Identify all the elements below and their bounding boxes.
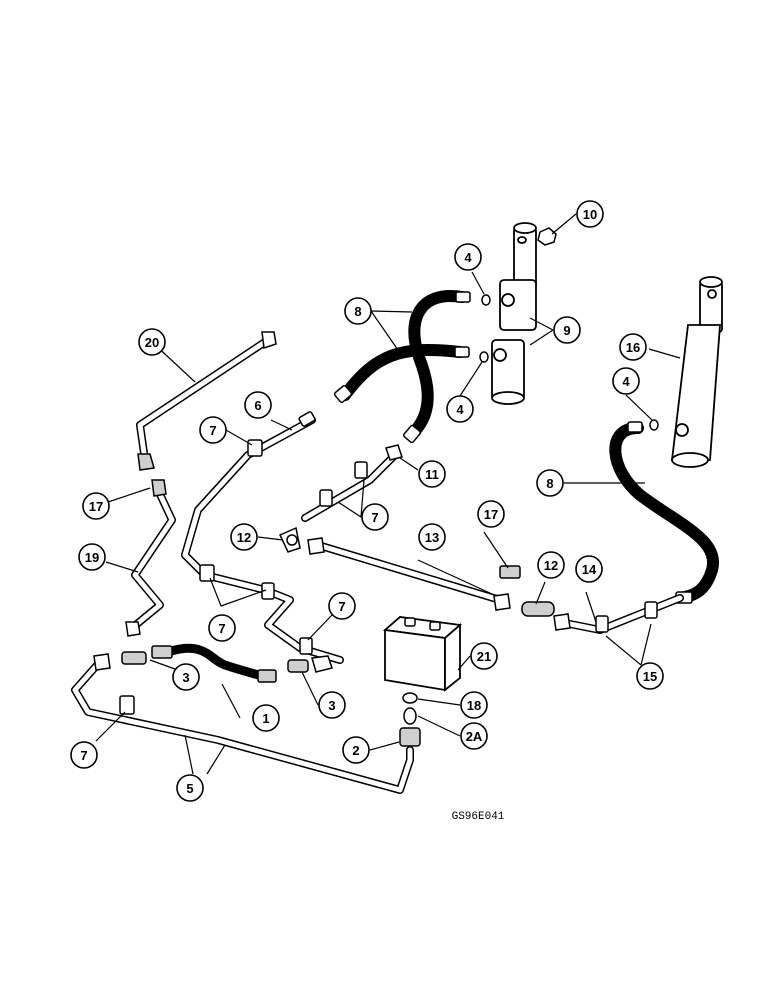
callout-label: 19: [85, 550, 99, 565]
callout-label: 17: [484, 507, 498, 522]
o-ring-4c: [649, 419, 659, 431]
callout-label: 18: [467, 698, 481, 713]
o-ring-4b: [479, 351, 489, 363]
callout-label: 21: [477, 649, 491, 664]
callout: 18: [460, 691, 488, 719]
callout: 15: [636, 662, 664, 690]
fitting-17-mid: [499, 565, 521, 579]
callout-label: 3: [182, 670, 189, 685]
callout: 13: [418, 523, 446, 551]
reservoir-21: [382, 616, 463, 692]
callout-label: 1: [262, 711, 269, 726]
callout: 10: [576, 200, 604, 228]
callout: 4: [612, 367, 640, 395]
callout: 6: [244, 391, 272, 419]
callout: 9: [553, 316, 581, 344]
hose-1: [121, 643, 309, 683]
callout: 3: [172, 663, 200, 691]
callout: 7: [328, 592, 356, 620]
figure-code: GS96E041: [452, 811, 505, 823]
callout-label: 7: [371, 510, 378, 525]
tube-20-19: [125, 331, 277, 637]
callout-label: 17: [89, 499, 103, 514]
leader-lines: [95, 213, 681, 775]
callout: 17: [477, 500, 505, 528]
callout-label: 10: [583, 207, 597, 222]
callout: 2A: [460, 722, 488, 750]
callout-label: 5: [186, 781, 193, 796]
callout: 8: [536, 469, 564, 497]
callout-label: 9: [563, 323, 570, 338]
tube-11: [301, 444, 403, 522]
callout-label: 8: [546, 476, 553, 491]
callout: 17: [82, 492, 110, 520]
callout: 12: [537, 551, 565, 579]
o-ring-4a: [481, 294, 491, 306]
callout: 1: [252, 704, 280, 732]
callout: 4: [446, 395, 474, 423]
callout-label: 4: [622, 374, 630, 389]
callout: 7: [70, 741, 98, 769]
callout-label: 2A: [466, 729, 483, 744]
callout-label: 7: [338, 599, 345, 614]
callout: 14: [575, 555, 603, 583]
callout: 5: [176, 774, 204, 802]
callout: 20: [138, 328, 166, 356]
callout-label: 6: [254, 398, 261, 413]
callout: 11: [418, 460, 446, 488]
callout: 7: [199, 416, 227, 444]
callout: 21: [470, 642, 498, 670]
callout: 3: [318, 691, 346, 719]
callout-label: 7: [80, 748, 87, 763]
fitting-2: [399, 727, 421, 747]
callout: 4: [454, 243, 482, 271]
nut-10: [537, 227, 557, 246]
tube-13: [307, 537, 511, 611]
callout-label: 4: [464, 250, 472, 265]
callout-label: 8: [354, 304, 361, 319]
elbow-12-left: [278, 526, 301, 553]
seal-2a: [403, 707, 417, 725]
callout-label: 3: [328, 698, 335, 713]
cap-18: [402, 692, 418, 704]
callout: 16: [619, 333, 647, 361]
callout-label: 14: [582, 562, 597, 577]
callout-label: 20: [145, 335, 159, 350]
callout: 7: [208, 614, 236, 642]
callout-label: 2: [352, 743, 359, 758]
cylinder-16: [670, 276, 723, 468]
callout-label: 15: [643, 669, 657, 684]
union-12-right: [521, 601, 555, 617]
callout: 7: [361, 503, 389, 531]
callout-label: 7: [218, 621, 225, 636]
tube-14: [553, 594, 684, 634]
callout: 8: [344, 297, 372, 325]
callout: 19: [78, 543, 106, 571]
callout-label: 16: [626, 340, 640, 355]
tube-6: [181, 411, 344, 673]
callout-label: 11: [425, 467, 439, 482]
callout-label: 12: [544, 558, 558, 573]
hose-8-upper: [333, 290, 471, 444]
callout-label: 7: [209, 423, 216, 438]
callout-label: 12: [237, 530, 251, 545]
callout-label: 13: [425, 530, 439, 545]
tube-5: [71, 653, 414, 794]
callout: 2: [342, 736, 370, 764]
callout-label: 4: [456, 402, 464, 417]
callout: 12: [230, 523, 258, 551]
cylinder-9: [491, 222, 537, 405]
